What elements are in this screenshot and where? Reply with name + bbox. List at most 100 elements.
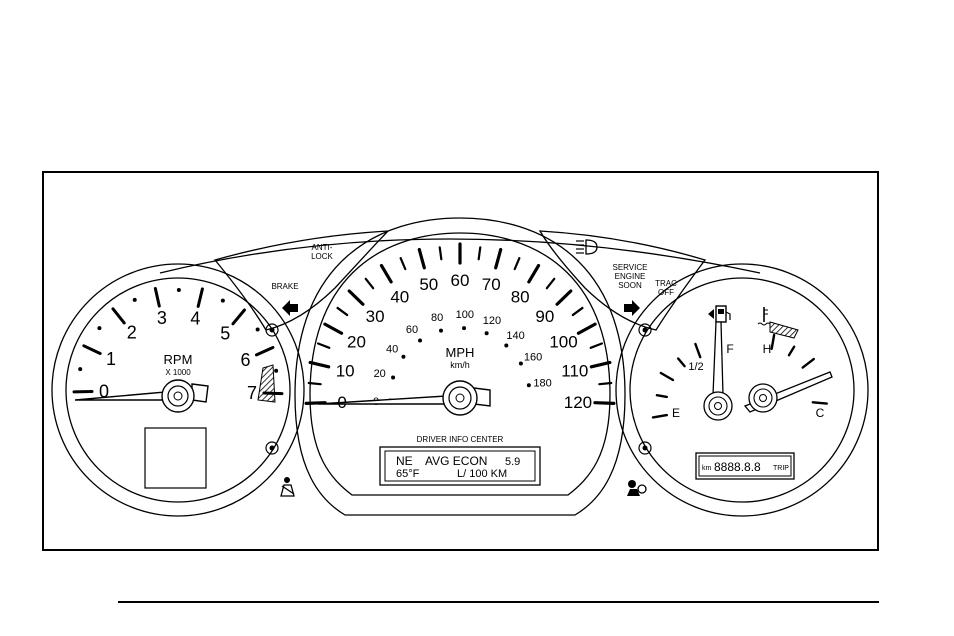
speedometer-kmh-number: 140: [506, 330, 524, 342]
speedometer-kmh-number: 80: [431, 312, 443, 324]
speedometer-minor-tick: [316, 342, 331, 349]
odometer-display-inner: [698, 455, 792, 477]
tachometer-number: 5: [220, 323, 230, 343]
temp-major-tick: [770, 333, 776, 350]
fuel-needle: [703, 321, 733, 421]
speedometer-kmh-tick: [391, 375, 396, 380]
odometer-digits: 8888.8.8: [714, 460, 761, 474]
speedometer-minor-tick: [399, 256, 407, 271]
headlamp-icon: [576, 239, 598, 255]
seatbelt-icon: [280, 477, 295, 497]
speedometer-major-tick: [417, 247, 426, 270]
dic-line2-left: 65°F: [396, 468, 420, 480]
tachometer-number: 7: [247, 383, 257, 403]
speedometer-major-tick: [589, 360, 612, 369]
speedometer-minor-tick: [589, 342, 604, 349]
tachometer-major-tick: [254, 345, 275, 357]
speedometer-needle: [317, 380, 491, 416]
trac-off-label-line1: TRAC: [655, 279, 677, 288]
fuel-minor-tick: [676, 357, 686, 368]
fuel-minor-tick: [655, 394, 668, 399]
speedometer-major-tick: [308, 360, 331, 369]
speedometer-face: [309, 232, 611, 496]
speedometer-minor-tick: [513, 256, 521, 271]
speedometer-kmh-tick: [504, 343, 509, 348]
tachometer-minor-tick: [255, 327, 260, 332]
dic-display-inner: [384, 450, 536, 482]
fuel-temp-face: [629, 277, 855, 503]
anti-lock-label-line1: ANTI-: [312, 243, 333, 252]
mounting-screws: [265, 323, 652, 455]
tachometer-redline-zone: [257, 364, 276, 403]
temp-cold-label: C: [816, 406, 825, 420]
speedometer-kmh-tick: [401, 354, 406, 359]
dic-line2-mid: L/ 100 KM: [457, 468, 507, 480]
speedometer-mph-number: 30: [366, 307, 385, 326]
tachometer-minor-tick: [220, 298, 225, 303]
speedometer-unit-kmh: km/h: [450, 360, 470, 370]
right-arrow-icon: [624, 300, 640, 316]
right-indicator-window: [538, 230, 707, 331]
speedometer-minor-tick: [477, 246, 482, 261]
service-engine-label-line2: ENGINE: [615, 272, 646, 281]
speedometer-kmh-tick: [438, 328, 443, 333]
odometer-display-outer: [695, 452, 795, 480]
tachometer-number: 4: [190, 308, 200, 328]
tachometer-number: 0: [99, 382, 109, 402]
fuel-full-label: F: [726, 342, 733, 356]
tachometer-major-tick: [82, 344, 102, 355]
speedometer-minor-tick: [571, 306, 584, 317]
speedometer-minor-tick: [336, 306, 349, 317]
tachometer-major-tick: [196, 287, 204, 308]
odometer-mode: TRIP: [773, 465, 789, 472]
speedometer-major-tick: [527, 263, 541, 284]
tachometer-display-window: [144, 427, 207, 489]
fuel-pump-icon: [708, 305, 731, 323]
tachometer-number: 3: [157, 308, 167, 328]
speedometer-major-tick: [304, 401, 327, 405]
tachometer-ticks: [72, 286, 284, 396]
speedometer-mph-number: 40: [390, 287, 409, 306]
speedometer-mph-number: 20: [347, 332, 366, 351]
speedometer-ticks: [304, 242, 616, 405]
left-arrow-icon: [282, 300, 298, 316]
diagram-frame: [42, 171, 879, 551]
speedometer-kmh-number: 20: [374, 368, 386, 380]
speedometer-kmh-tick: [484, 331, 489, 336]
speedometer-minor-tick: [545, 277, 556, 290]
speedometer-unit-mph: MPH: [446, 345, 475, 360]
speedometer-mph-number: 110: [561, 362, 588, 381]
tachometer-major-tick: [111, 307, 126, 325]
speedometer-minor-tick: [598, 381, 613, 386]
temp-hot-label: H: [763, 342, 772, 356]
speedometer-mph-number: 90: [535, 307, 554, 326]
tachometer-minor-tick: [132, 297, 137, 302]
speedometer-major-tick: [347, 289, 365, 306]
temp-major-tick: [801, 357, 815, 369]
speedometer-kmh-number: 120: [483, 315, 501, 327]
speedometer-mph-number: 70: [482, 275, 501, 294]
speedometer-mph-number: 100: [549, 332, 577, 351]
speedometer-kmh-tick: [518, 361, 523, 366]
speedometer-mph-number: 120: [564, 393, 592, 412]
temp-hot-zone: [769, 321, 799, 339]
fuel-gauge-ticks: [651, 342, 702, 419]
tachometer-unit-label: RPM: [164, 352, 193, 367]
trac-off-label-line2: OFF: [658, 288, 674, 297]
tachometer-outer-ring: [51, 263, 305, 517]
tachometer-multiplier-label: X 1000: [165, 368, 191, 377]
speedometer-outer-bezel: [294, 217, 626, 516]
odometer-unit: km: [702, 465, 712, 472]
fuel-major-tick: [659, 371, 675, 382]
speedometer-major-tick: [576, 322, 597, 335]
dic-display-outer: [379, 446, 541, 486]
speedometer-kmh-number: 60: [406, 324, 418, 336]
dic-line1-mid: AVG ECON: [425, 454, 487, 468]
speedometer-major-tick: [555, 289, 573, 306]
fuel-temp-outer-ring: [615, 263, 869, 517]
service-engine-label-line1: SERVICE: [613, 263, 648, 272]
speedometer-major-tick: [379, 263, 393, 284]
fuel-major-tick: [651, 413, 668, 419]
speedometer-kmh-number: 40: [386, 343, 398, 355]
